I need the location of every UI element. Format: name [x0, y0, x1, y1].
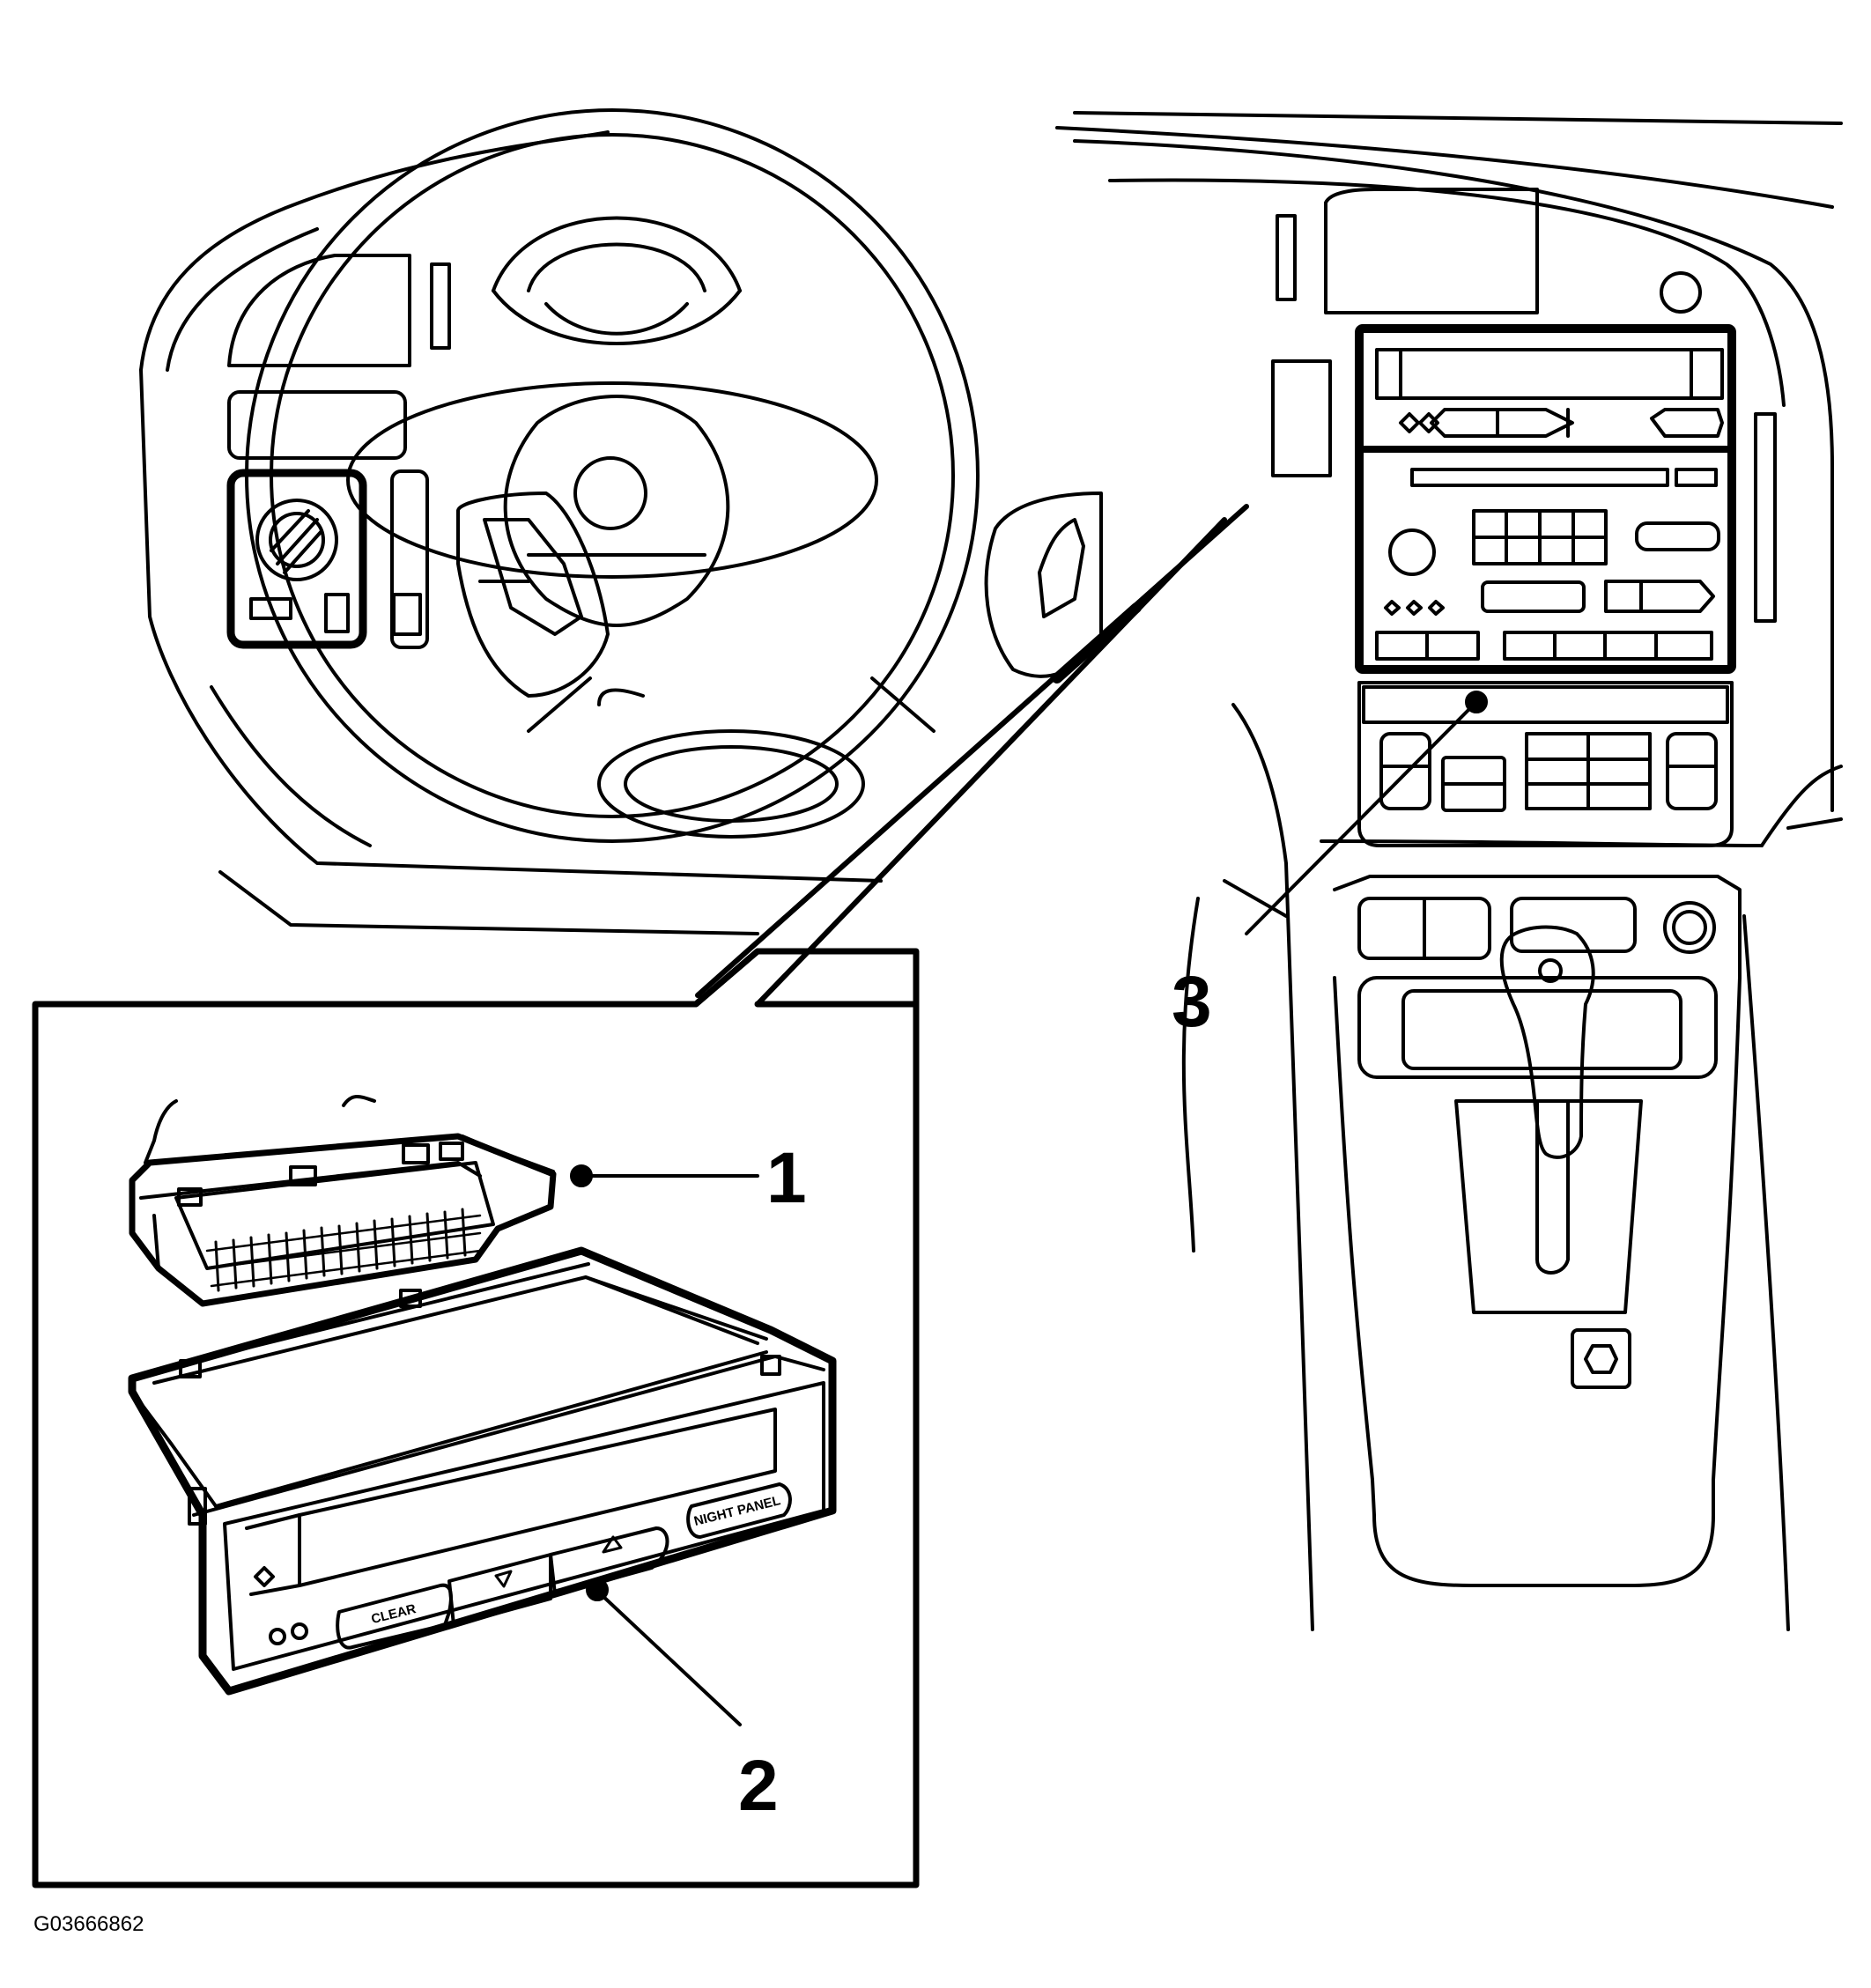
- control-module-connector: [129, 1095, 557, 1307]
- callout-dot-2: [586, 1578, 609, 1601]
- detail-inset-box: [32, 948, 920, 1888]
- up-button[interactable]: [549, 1526, 669, 1596]
- leader-line-3: [1245, 703, 1475, 935]
- dashboard-outline: [139, 111, 1843, 1631]
- callout-2: 2: [738, 1746, 779, 1826]
- clear-button[interactable]: [336, 1583, 453, 1650]
- down-button[interactable]: [447, 1553, 552, 1627]
- callout-3: 3: [1172, 962, 1212, 1042]
- callout-1: 1: [766, 1138, 807, 1218]
- steering-wheel-left-spoke: [456, 491, 645, 706]
- zoom-leader-lines: [695, 504, 1249, 1007]
- climate-control-panel: [1357, 681, 1734, 847]
- radio-unit: [1355, 324, 1736, 674]
- down-triangle-icon: [494, 1570, 513, 1588]
- center-vent: [1271, 188, 1777, 623]
- steering-wheel: [245, 108, 980, 843]
- up-triangle-icon: [602, 1535, 623, 1554]
- headlight-switch: [226, 469, 367, 649]
- figure-id: G03666862: [33, 1912, 144, 1936]
- callout-dot-1: [570, 1164, 593, 1187]
- center-console: [1333, 875, 1742, 1587]
- display-unit: [128, 1246, 837, 1696]
- leader-line-2: [597, 1591, 742, 1726]
- callout-dot-3: [1465, 691, 1488, 713]
- gear-shifter: [1499, 925, 1595, 1275]
- night-panel-button[interactable]: [686, 1482, 792, 1539]
- left-gauge-cluster: [227, 254, 451, 649]
